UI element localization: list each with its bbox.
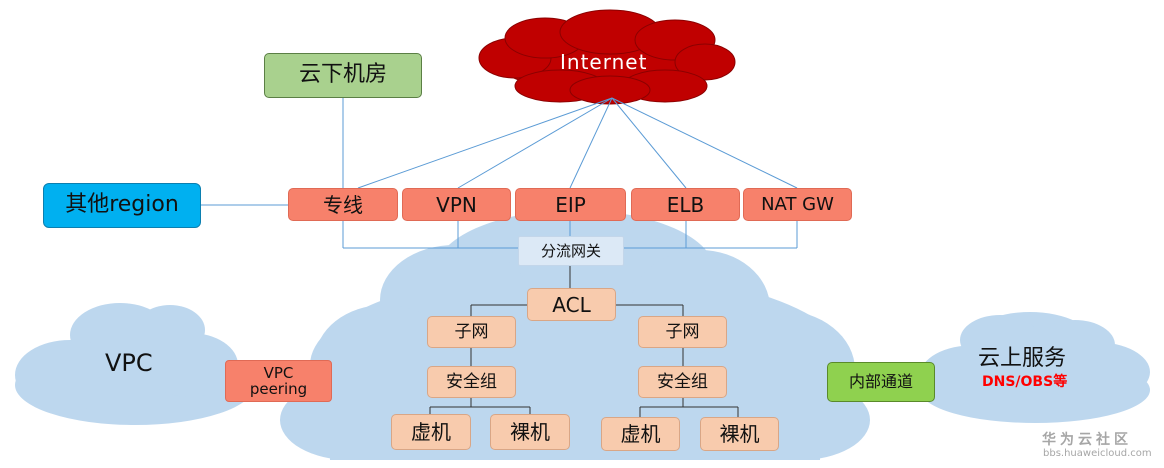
left-subnet-node: 子网 [427, 316, 516, 348]
acl-node: ACL [527, 288, 616, 321]
vpc-peering-line2: peering [249, 380, 308, 398]
eip-node: EIP [515, 188, 626, 221]
internet-cloud-shape [478, 9, 736, 105]
right-vm-node: 虚机 [601, 417, 680, 451]
left-vm-node: 虚机 [391, 414, 471, 450]
elb-node: ELB [631, 188, 740, 221]
vpc-peering-line1: VPC [263, 363, 294, 382]
cloud-services-cloud-shape [920, 312, 1150, 423]
vpn-node: VPN [402, 188, 511, 221]
offcloud-datacenter-node: 云下机房 [264, 53, 422, 98]
cloud-services-subtitle: DNS/OBS等 [982, 374, 1068, 390]
internet-label: Internet [560, 50, 648, 74]
tree-lines [429, 266, 739, 417]
shunt-gateway-node: 分流网关 [518, 236, 624, 266]
dedicated-line-node: 专线 [288, 188, 398, 221]
nat-gateway-node: NAT GW [743, 188, 852, 221]
right-security-group-node: 安全组 [638, 366, 727, 398]
watermark-brand: 华为云社区 [1042, 432, 1132, 448]
right-subnet-node: 子网 [638, 316, 727, 348]
vpc-cloud-shape [15, 303, 255, 425]
right-bare-metal-node: 裸机 [700, 417, 779, 451]
left-bare-metal-node: 裸机 [490, 414, 570, 450]
cloud-services-title: 云上服务 [978, 346, 1067, 371]
internal-channel-node: 内部通道 [827, 362, 935, 402]
connection-lines [200, 97, 798, 249]
vpc-label: VPC [105, 349, 153, 377]
left-security-group-node: 安全组 [427, 366, 516, 398]
vpc-peering-node: VPC peering [225, 360, 332, 402]
other-region-node: 其他region [43, 183, 201, 228]
watermark-url: bbs.huaweicloud.com [1043, 448, 1152, 459]
